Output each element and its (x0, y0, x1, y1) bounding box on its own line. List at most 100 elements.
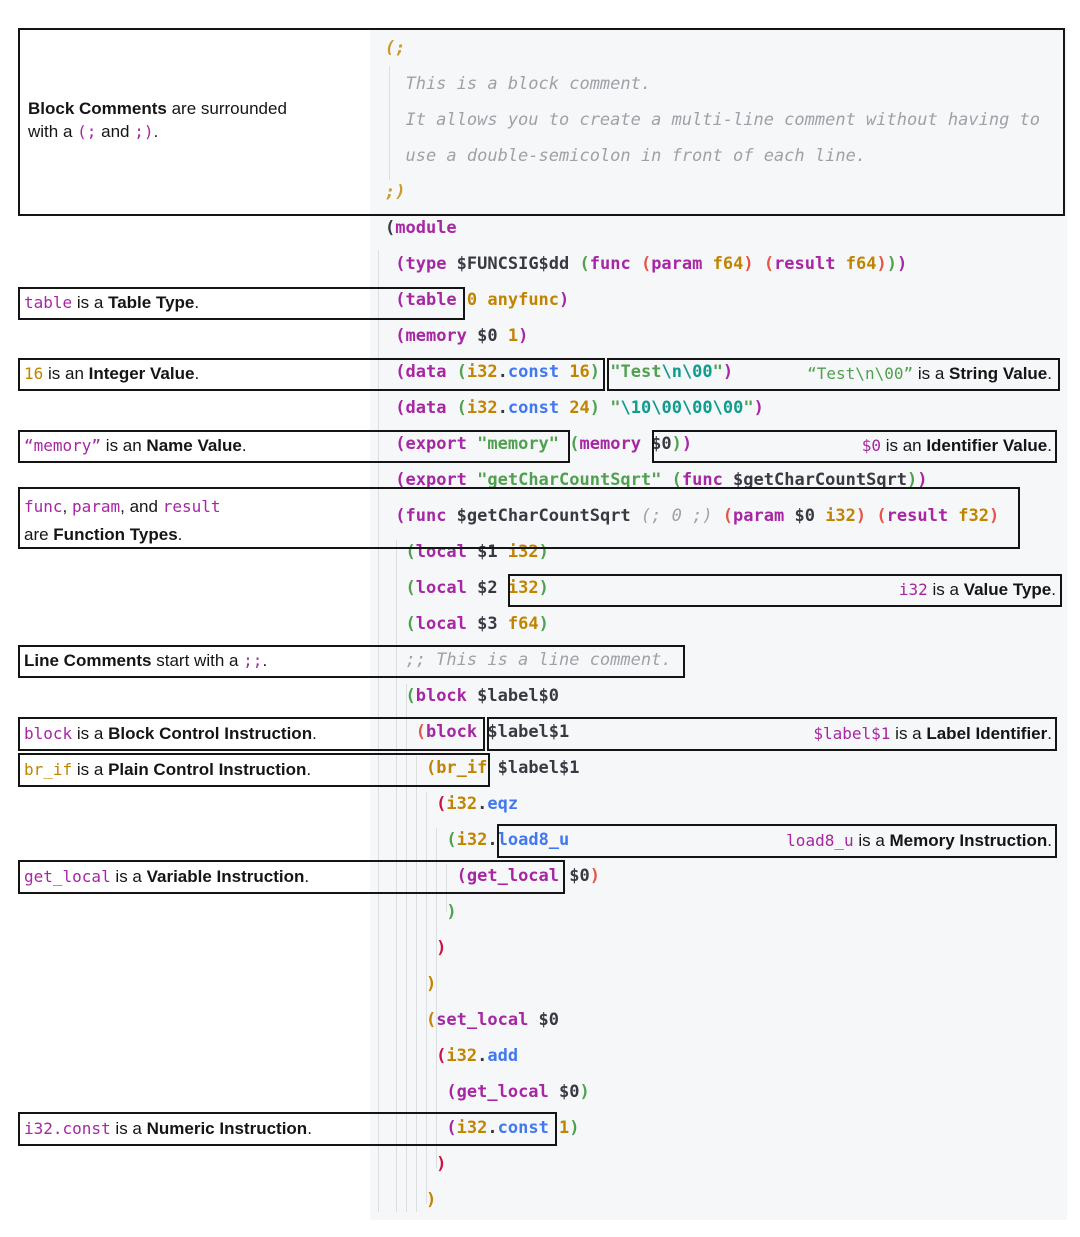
code-token: $getCharCountSqrt (722, 470, 908, 490)
code-token: $0 (466, 326, 498, 346)
code-line: (; (370, 30, 1067, 66)
name-value-box (18, 430, 570, 463)
annotation-segment: i32.const (24, 1119, 111, 1138)
code-token: param (651, 254, 703, 274)
code-token: \n\00 (661, 362, 713, 382)
annotation-segment: func (24, 497, 63, 516)
code-token: result (886, 506, 949, 526)
code-token: 24 (559, 398, 590, 418)
code-token: ( (385, 254, 406, 274)
code-token: ( (385, 614, 416, 634)
code-line: ) (370, 966, 1067, 1002)
code-token: ( (753, 254, 775, 274)
annotation-segment: is a (72, 760, 109, 779)
code-token: ;; This is a line comment. (385, 650, 672, 670)
code-token: 1 (497, 326, 519, 346)
annotation-segment: is a (72, 724, 109, 743)
code-token: const (507, 398, 560, 418)
code-token: ( (559, 434, 580, 454)
indent-guide (396, 540, 397, 1212)
block-comments-box (18, 28, 1065, 216)
variable-instruction-box (18, 860, 565, 894)
code-token: This is a block comment. (385, 74, 652, 94)
code-token: ( (385, 398, 406, 418)
code-editor-background (370, 28, 1067, 1220)
annotation-segment: , and (120, 497, 163, 516)
code-token: ( (385, 722, 426, 742)
code-token: $2 (466, 578, 498, 598)
code-token: const (497, 1118, 549, 1138)
code-token: "memory" (466, 434, 560, 454)
line-comments-label: Line Comments start with a ;;. (24, 648, 267, 674)
code-token: " (600, 398, 621, 418)
code-token: data (405, 398, 447, 418)
annotation-segment: is an (101, 436, 147, 455)
annotation-segment: param (71, 497, 121, 516)
code-token: ( (385, 830, 457, 850)
code-token: 1 (548, 1118, 570, 1138)
block-control-instruction-label: block is a Block Control Instruction. (24, 721, 317, 747)
annotation-segment: Function Types (53, 525, 178, 544)
annotation-segment: is an (880, 436, 927, 455)
code-line: (i32.const 1) (370, 1110, 1067, 1146)
code-line: (local $3 f64) (370, 606, 1067, 642)
code-token: ) (559, 290, 570, 310)
code-line: (set_local $0 (370, 1002, 1067, 1038)
annotation-segment: 16 (24, 364, 44, 383)
code-token: block (415, 686, 467, 706)
annotation-segment: is an (43, 364, 89, 383)
code-token: ) (538, 542, 549, 562)
code-token: ) (385, 902, 457, 922)
code-token: ( (385, 290, 406, 310)
code-line: (block $label$1 (370, 714, 1067, 750)
function-types-box (18, 487, 1020, 549)
annotation-segment: Memory Instruction (889, 831, 1048, 850)
code-token: i32 (446, 1046, 478, 1066)
code-token: It allows you to create a multi-line com… (385, 110, 1041, 130)
value-type-label: i32 is a Value Type. (899, 577, 1056, 603)
code-token: data (405, 362, 447, 382)
code-token: . (477, 1046, 488, 1066)
annotation-segment: Plain Control Instruction (108, 760, 307, 779)
code-token: $label$0 (466, 686, 560, 706)
code-token: i32 (466, 362, 498, 382)
annotation-segment: Table Type (108, 293, 195, 312)
code-token: add (487, 1046, 519, 1066)
code-token: ( (385, 542, 416, 562)
annotation-segment: is a (927, 580, 964, 599)
annotation-segment: block (24, 724, 73, 743)
annotation-segment: is a (110, 867, 147, 886)
code-token: . (497, 398, 508, 418)
code-token: ) (385, 938, 447, 958)
code-token: i32 (456, 1118, 488, 1138)
annotation-segment: . (194, 293, 200, 312)
code-token: br_if (436, 758, 488, 778)
code-token: ( (630, 254, 652, 274)
code-line: (br_if $label$1 (370, 750, 1067, 786)
annotation-segment: Identifier Value (926, 436, 1048, 455)
annotation-segment: String Value (949, 364, 1048, 383)
table-type-box (18, 287, 465, 320)
indent-guide (446, 864, 447, 912)
code-token: ( (385, 578, 416, 598)
code-token: ( (385, 1010, 437, 1030)
code-token: $0 (548, 1082, 580, 1102)
code-token: param (733, 506, 785, 526)
code-token: get_local (456, 1082, 549, 1102)
code-token: ) (385, 1190, 437, 1210)
annotation-segment: ;; (243, 651, 263, 670)
numeric-instruction-box (18, 1112, 557, 1146)
code-line: (data (i32.const 16) "Test\n\00") (370, 354, 1067, 390)
code-token: i32 (814, 506, 856, 526)
code-line: ) (370, 894, 1067, 930)
code-line: ) (370, 930, 1067, 966)
annotation-segment: load8_u (786, 831, 854, 850)
code-token: load8_u (497, 830, 570, 850)
annotation-segment: table (24, 293, 73, 312)
indent-guide (426, 792, 427, 1204)
code-token: ( (569, 254, 590, 274)
code-token: . (487, 1118, 498, 1138)
code-token: $0 (640, 434, 672, 454)
code-token: ) (722, 362, 734, 382)
